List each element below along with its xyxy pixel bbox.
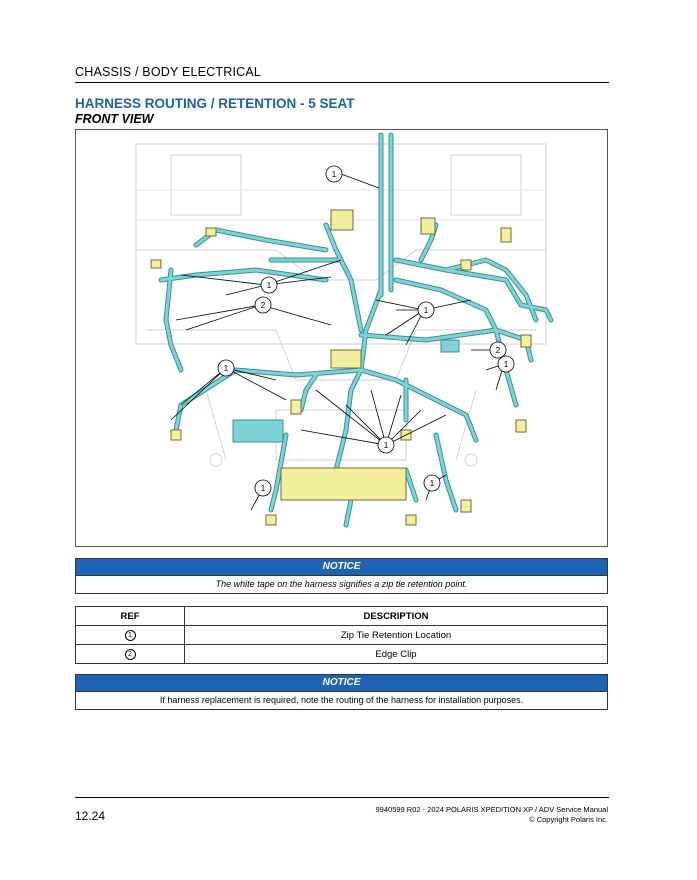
- module-center: [330, 349, 362, 369]
- notice-body: If harness replacement is required, note…: [76, 691, 607, 709]
- svg-text:1: 1: [384, 441, 389, 450]
- ref-cell: 2: [75, 644, 185, 664]
- svg-text:1: 1: [261, 484, 266, 493]
- table-row: 2 Edge Clip: [75, 644, 608, 664]
- notice-zip-tie: NOTICE The white tape on the harness sig…: [75, 558, 608, 594]
- description-cell: Zip Tie Retention Location: [184, 625, 608, 645]
- reference-table: REF DESCRIPTION 1 Zip Tie Retention Loca…: [75, 606, 608, 664]
- page-title: HARNESS ROUTING / RETENTION - 5 SEAT: [75, 96, 355, 111]
- svg-text:1: 1: [504, 360, 509, 369]
- description-cell: Edge Clip: [184, 644, 608, 664]
- ref-number: 2: [124, 649, 136, 660]
- notice-title: NOTICE: [76, 675, 607, 691]
- callout-8: 1: [377, 436, 395, 454]
- notice-replacement: NOTICE If harness replacement is require…: [75, 674, 608, 710]
- page-number: 12.24: [75, 809, 106, 823]
- column-header-ref: REF: [75, 606, 185, 626]
- callout-3: 2: [254, 296, 272, 314]
- notice-body: The white tape on the harness signifies …: [76, 575, 607, 593]
- harness-routing-figure: 1 1 2 1 2 1 1: [75, 129, 608, 547]
- header-divider: [75, 82, 609, 83]
- svg-text:1: 1: [430, 479, 435, 488]
- callout-9: 1: [254, 479, 272, 497]
- ref-cell: 1: [75, 625, 185, 645]
- svg-text:1: 1: [332, 170, 337, 179]
- ref-number: 1: [124, 630, 136, 641]
- svg-text:2: 2: [496, 346, 501, 355]
- callout-10: 1: [423, 474, 441, 492]
- callout-6: 1: [497, 355, 515, 373]
- page-subtitle: FRONT VIEW: [75, 112, 154, 126]
- callout-2: 1: [260, 276, 278, 294]
- svg-text:1: 1: [424, 306, 429, 315]
- harness-diagram: 1 1 2 1 2 1 1: [135, 132, 554, 528]
- callout-5: 2: [489, 341, 507, 359]
- modules: [150, 209, 532, 526]
- module-left: [232, 419, 284, 443]
- chassis-background: [135, 143, 547, 467]
- connector-top: [330, 209, 354, 231]
- table-header-row: REF DESCRIPTION: [75, 606, 608, 626]
- manual-title: 9940599 R02 - 2024 POLARIS XPEDITION XP …: [375, 805, 608, 814]
- module-main: [280, 467, 407, 501]
- section-header: CHASSIS / BODY ELECTRICAL: [75, 65, 262, 79]
- callout-1: 1: [325, 165, 343, 183]
- table-row: 1 Zip Tie Retention Location: [75, 625, 608, 645]
- footer-divider: [75, 797, 609, 798]
- callout-4: 1: [417, 301, 435, 319]
- notice-title: NOTICE: [76, 559, 607, 575]
- callout-7: 1: [217, 359, 235, 377]
- svg-text:1: 1: [224, 364, 229, 373]
- callouts: 1 1 2 1 2 1 1: [217, 165, 515, 497]
- copyright: © Copyright Polaris Inc.: [529, 815, 608, 824]
- svg-text:2: 2: [261, 301, 266, 310]
- svg-text:1: 1: [267, 281, 272, 290]
- callout-leaders: [170, 173, 505, 511]
- column-header-description: DESCRIPTION: [184, 606, 608, 626]
